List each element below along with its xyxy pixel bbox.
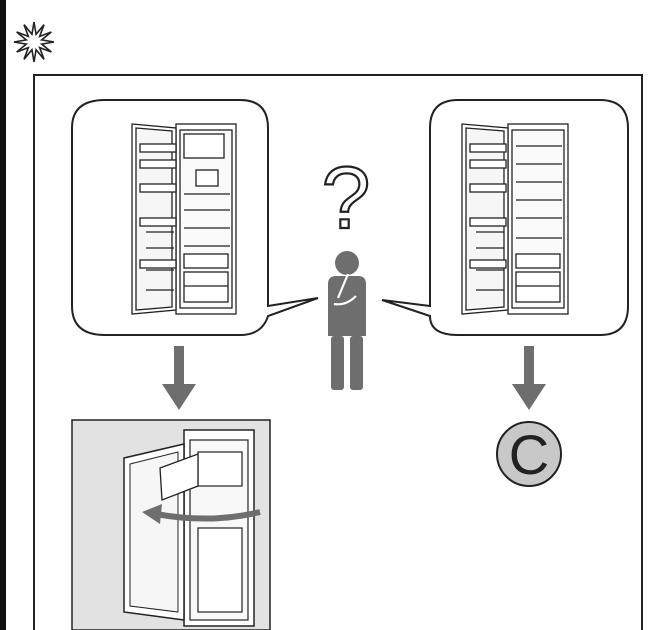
left-margin-bar: [0, 0, 6, 630]
full-fridge-illustration: [461, 123, 569, 315]
question-mark: ?: [322, 148, 371, 247]
down-arrow-icon: [512, 346, 546, 410]
star-burst-icon: [13, 21, 55, 63]
thinking-person-icon: [328, 251, 366, 390]
curved-arrow-icon: [142, 504, 261, 524]
freezer-door-panel: [71, 419, 271, 630]
result-badge: C: [496, 421, 562, 487]
result-badge-letter: C: [509, 423, 549, 486]
fridge-with-freezer-illustration: [131, 123, 237, 315]
down-arrow-icon: [162, 346, 196, 410]
